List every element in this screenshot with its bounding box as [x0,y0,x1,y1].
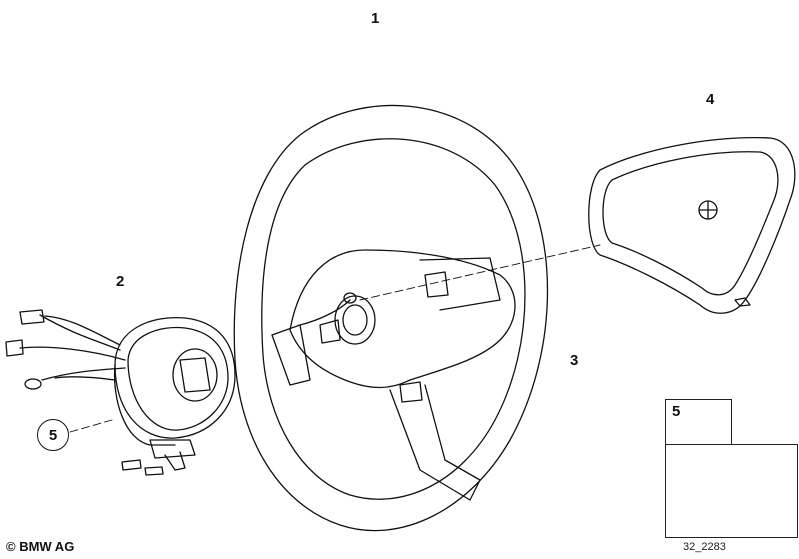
inset-car [665,444,798,538]
callout-airbag: 4 [706,91,715,108]
callout-slip-ring: 2 [116,273,125,290]
slip-ring [5,309,236,476]
callout-screw-circled: 5 [37,419,69,451]
callout-wheel-rim: 3 [570,352,579,369]
airbag-module [588,136,796,314]
inset-screw: 5 [665,399,732,445]
callout-steering-wheel: 1 [371,10,380,27]
inset-part-number: 5 [672,403,681,420]
leader-line-screw [69,419,113,433]
leader-line-airbag [359,244,601,301]
steering-wheel-rim [233,104,549,532]
steering-wheel-hub [271,249,516,501]
copyright-label: © BMW AG [6,539,75,554]
diagram-reference: 32_2283 [683,541,726,553]
